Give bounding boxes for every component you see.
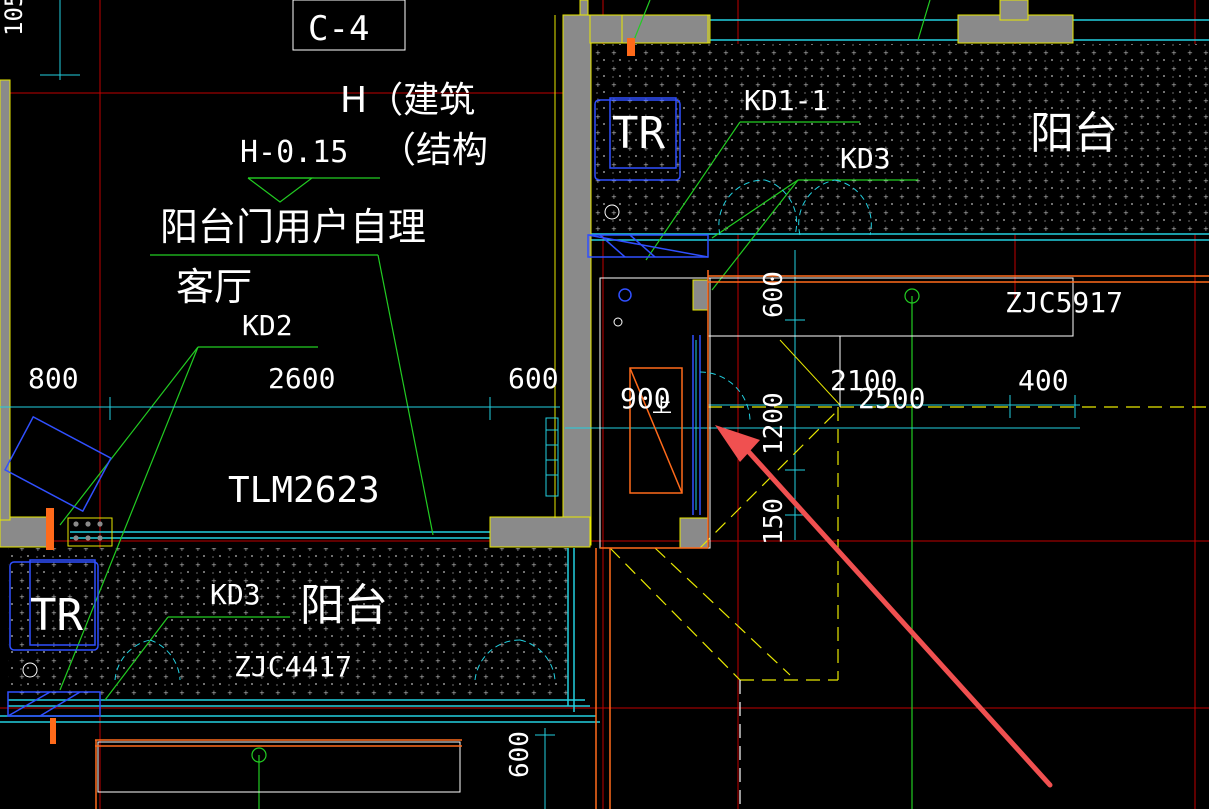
leader-lines — [59, 0, 931, 809]
dimension-lines — [0, 250, 1080, 809]
balcony-bottom-label: 阳台 — [300, 580, 388, 631]
door-char-label: 上 — [652, 393, 672, 417]
balcony-top-label: 阳台 — [1030, 108, 1118, 159]
h-building-label: H（建筑 — [340, 80, 475, 121]
walls — [0, 0, 1074, 549]
dim-400: 400 — [1018, 364, 1069, 397]
c4-label: C-4 — [308, 9, 369, 49]
dim-800: 800 — [28, 362, 79, 395]
kd2-label: KD2 — [242, 309, 293, 342]
structure-label: （结构 — [380, 130, 488, 171]
c4-label-box — [292, 0, 406, 51]
red-arrow-annotation — [715, 425, 1053, 788]
balcony-top-hatch — [591, 44, 1209, 234]
dim-600-left: 600 — [508, 362, 559, 395]
kd1-1-label: KD1-1 — [744, 84, 828, 117]
tr-top-label: TR — [612, 108, 665, 159]
dim-150: 150 — [759, 498, 789, 545]
living-room-label: 客厅 — [176, 265, 252, 309]
dim-2100: 2100 — [830, 364, 897, 397]
dashed-outlines — [609, 406, 1209, 681]
zjc5917-label: ZJC5917 — [1005, 286, 1123, 319]
tr-bottom-label: TR — [30, 590, 83, 641]
zjc4417-label: ZJC4417 — [234, 650, 352, 683]
tlm2623-label: TLM2623 — [228, 470, 380, 511]
dim-2600: 2600 — [268, 362, 335, 395]
dim-2500: 2500 — [858, 382, 925, 415]
orange-lines — [95, 270, 1209, 809]
dim-1200: 1200 — [759, 392, 789, 455]
kd3-top-label: KD3 — [840, 142, 891, 175]
balcony-door-note: 阳台门用户自理 — [160, 205, 426, 249]
door-900-label: 900 — [620, 382, 671, 415]
blue-fixtures — [4, 97, 709, 717]
level-marker — [150, 177, 380, 256]
dim-600-top: 600 — [759, 271, 789, 318]
top-left-number: 105 — [0, 0, 28, 36]
balcony-bottom-hatch — [8, 548, 568, 696]
dim-600-bottom: 600 — [505, 731, 535, 778]
balcony-rail-lines — [0, 19, 1209, 723]
vent-blocks — [67, 14, 709, 547]
h-minus-label: H-0.15 — [240, 135, 348, 170]
kd3-bottom-label: KD3 — [210, 578, 261, 611]
